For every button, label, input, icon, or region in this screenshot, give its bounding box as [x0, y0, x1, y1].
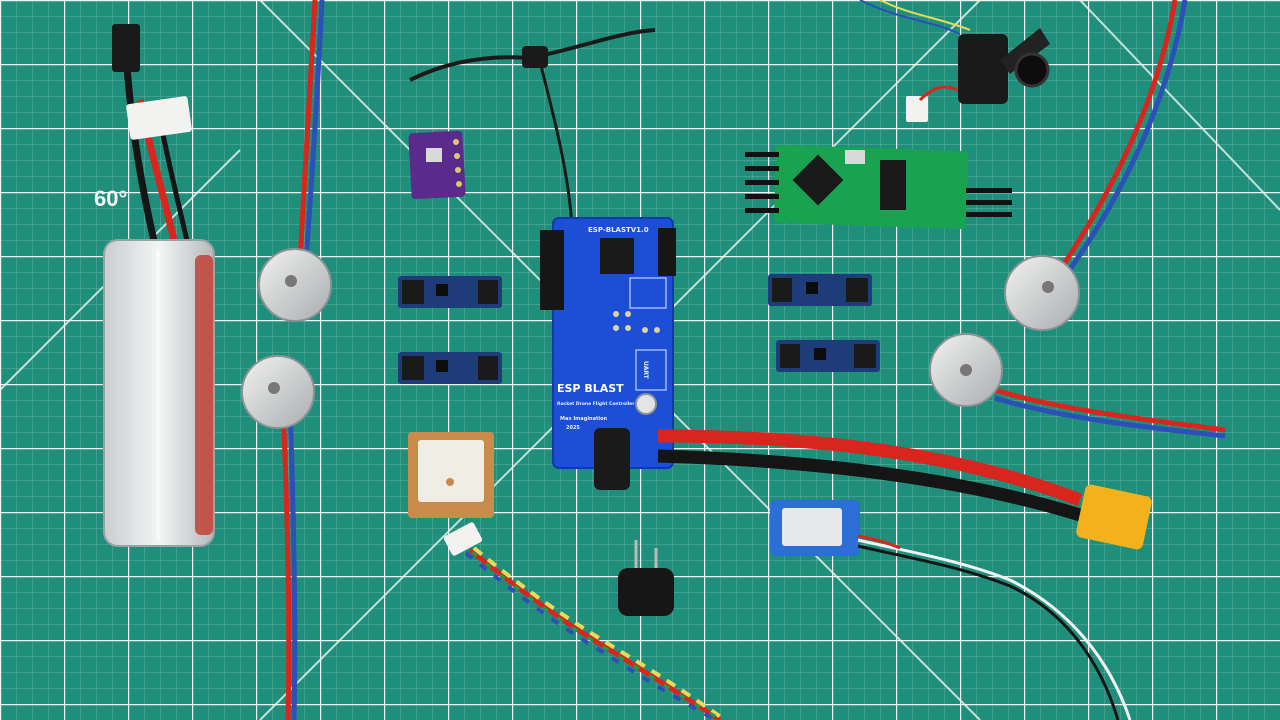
green-microcontroller-board [745, 144, 1012, 230]
fc-brand-label: ESP BLAST [557, 382, 624, 395]
pin-header-left [540, 230, 564, 310]
electrolytic-capacitor [594, 428, 630, 490]
mat-angle-label: 60° [94, 186, 127, 211]
reset-button [635, 393, 657, 415]
left-motor-wires [280, 0, 325, 720]
fc-header-text: ESP-BLASTV1.0 [588, 226, 649, 234]
fc-year: 2025 [566, 425, 580, 431]
motor-bottom-left [241, 355, 315, 429]
esc-board-3 [768, 274, 872, 306]
buzzer [618, 540, 674, 616]
esc-board-4 [776, 340, 880, 372]
gps-twisted-cable [464, 546, 727, 720]
battery-xt-connector [112, 24, 140, 72]
motor-top-right [1004, 255, 1080, 331]
xt60-connector [1076, 484, 1152, 550]
jst-connector [443, 522, 483, 556]
gps-module [408, 432, 494, 518]
fpv-camera-module [859, 0, 1050, 122]
linear-servo [770, 500, 1132, 720]
right-motor-wires [994, 0, 1226, 439]
esc-board-1 [398, 276, 502, 308]
pressure-sensor-board [408, 130, 466, 200]
esp-blast-flight-controller: ESP-BLASTV1.0 ESP BLAST Rocket Drone Fli… [540, 217, 676, 490]
fc-uart-label: UART [642, 361, 649, 380]
esc-board-2 [398, 352, 502, 384]
receiver-antenna [409, 28, 656, 231]
balance-connector [126, 96, 192, 140]
motor-top-left [258, 248, 332, 322]
pin-header-right [658, 228, 676, 276]
power-cable [657, 429, 1083, 522]
lipo-battery [103, 24, 215, 547]
motor-bottom-right [929, 333, 1003, 407]
fc-credit: Max Imagination [560, 416, 608, 422]
fc-subtitle: Rocket Drone Flight Controller [557, 401, 635, 407]
voltage-regulator-chip [600, 238, 634, 274]
